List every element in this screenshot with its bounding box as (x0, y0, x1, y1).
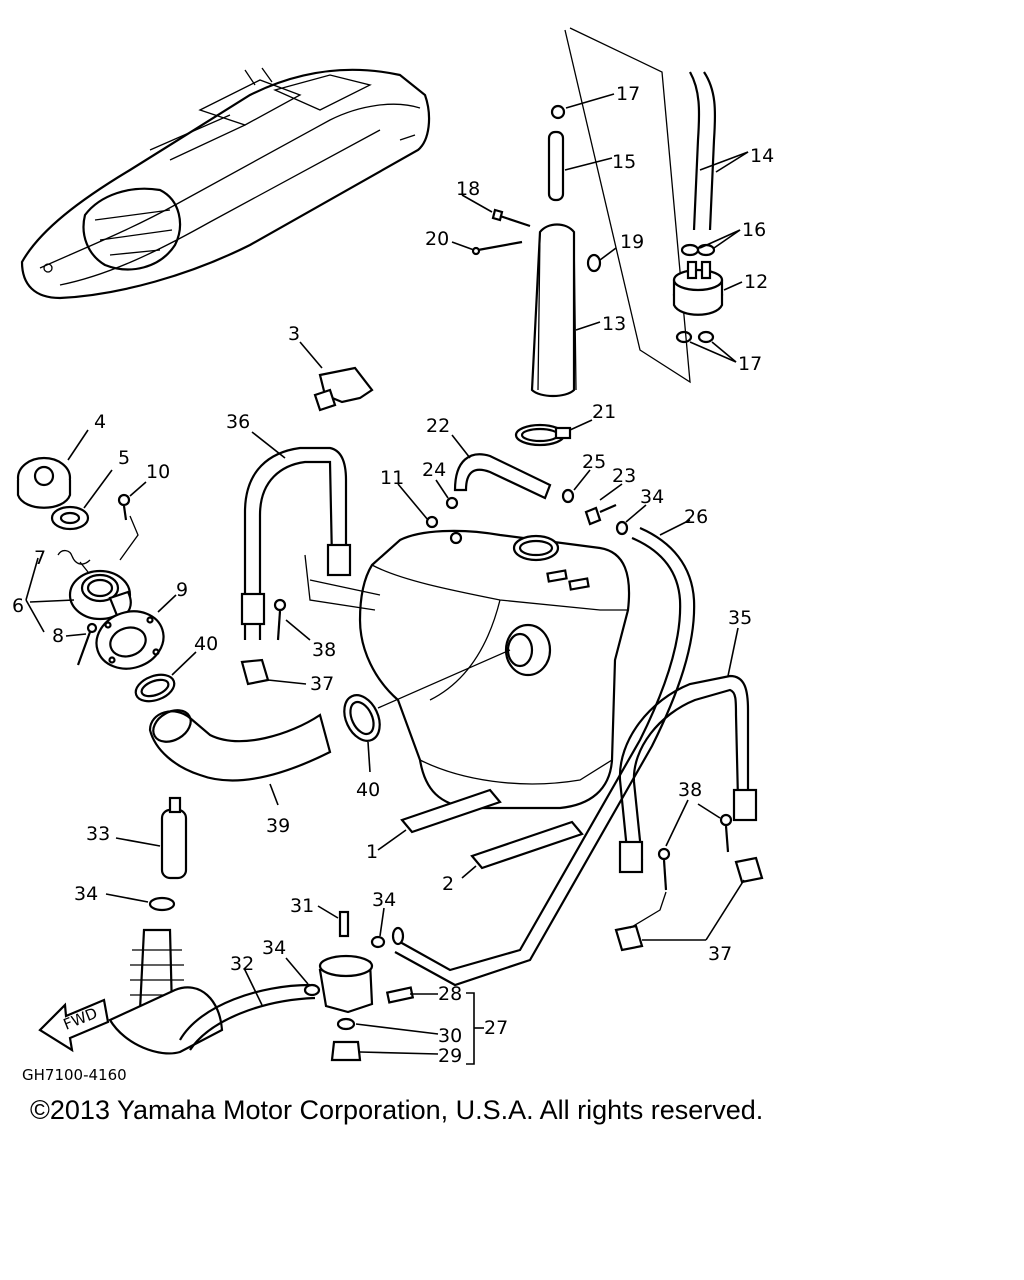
label-2: 2 (442, 873, 454, 895)
forward-arrow-icon: FWD (38, 998, 110, 1053)
label-30: 30 (438, 1025, 462, 1047)
part-15-hose (547, 130, 613, 202)
diagram-code: GH7100-4160 (22, 1066, 127, 1080)
part-17-clips-bottom (675, 330, 737, 363)
part-36-strap (240, 431, 352, 640)
label-11: 11 (380, 467, 404, 489)
label-31: 31 (290, 895, 314, 917)
part-3-bracket (299, 341, 374, 412)
label-40-upper: 40 (194, 633, 218, 655)
part-12-fuel-sender (672, 260, 743, 316)
part-4-filler-cap (16, 429, 89, 509)
label-19: 19 (620, 231, 644, 253)
label-13: 13 (602, 313, 626, 335)
label-35: 35 (728, 607, 752, 629)
part-38-bolts-right (657, 799, 733, 891)
part-31-bolt (317, 905, 350, 938)
part-11-fuel-tank (304, 483, 631, 810)
part-32-hose-pickup (108, 928, 316, 1055)
part-8-pin (65, 622, 98, 666)
label-27: 27 (484, 1017, 508, 1039)
part-29-drain-plug (330, 1040, 439, 1062)
label-28: 28 (438, 983, 462, 1005)
part-34-clamp-upper (615, 504, 647, 536)
label-7: 7 (34, 547, 46, 569)
label-9: 9 (176, 579, 188, 601)
part-17-clip-top (550, 93, 615, 120)
part-5-gasket (50, 469, 113, 531)
part-10-screw (117, 481, 147, 561)
part-25-clamp (561, 469, 591, 504)
label-32: 32 (230, 953, 254, 975)
label-37-right: 37 (708, 943, 732, 965)
part-40-clamp-upper (134, 651, 197, 703)
label-17-bottom: 17 (738, 353, 762, 375)
label-20: 20 (425, 228, 449, 250)
part-2-pad (461, 820, 584, 879)
part-35-strap (618, 627, 758, 874)
label-6: 6 (12, 595, 24, 617)
label-23: 23 (612, 465, 636, 487)
part-23-valve (584, 483, 623, 526)
part-34-clamp-filter (370, 907, 386, 949)
fuel-tank-parts-diagram: FWD 17 15 14 18 20 19 16 12 13 1 (12, 27, 774, 1080)
label-36: 36 (226, 411, 250, 433)
label-33: 33 (86, 823, 110, 845)
label-34-lower: 34 (262, 937, 286, 959)
part-18-bolt (461, 194, 531, 228)
part-30-o-ring (336, 1017, 439, 1035)
label-18: 18 (456, 178, 480, 200)
part-37-brackets-right (614, 856, 764, 952)
part-13-sleeve (530, 223, 601, 398)
sender-assembly-bracket (564, 27, 691, 384)
label-25: 25 (582, 451, 606, 473)
part-6-filler-neck (25, 549, 132, 633)
label-34-left: 34 (74, 883, 98, 905)
part-27-fuel-filter (318, 954, 415, 1014)
part-24-fitting (435, 479, 459, 510)
part-22-hose (451, 434, 552, 500)
part-9-flange-gasket (95, 594, 177, 670)
part-34-clamp-left (105, 893, 176, 912)
label-37-left: 37 (310, 673, 334, 695)
part-14-pipes (689, 71, 749, 231)
label-40-lower: 40 (356, 779, 380, 801)
label-8: 8 (52, 625, 64, 647)
label-34-filter: 34 (372, 889, 396, 911)
part-1-pad (377, 788, 502, 851)
part-21-clamp (514, 419, 593, 447)
label-5: 5 (118, 447, 130, 469)
part-number-labels: 17 15 14 18 20 19 16 12 13 17 3 21 22 24… (12, 83, 774, 1080)
label-10: 10 (146, 461, 170, 483)
part-39-filler-hose (148, 709, 332, 806)
label-29: 29 (438, 1045, 462, 1067)
label-38-right: 38 (678, 779, 702, 801)
part-33-filter (115, 796, 188, 880)
label-3: 3 (288, 323, 300, 345)
part-40-clamp-lower (343, 649, 511, 773)
label-12: 12 (744, 271, 768, 293)
label-24: 24 (422, 459, 446, 481)
label-15: 15 (612, 151, 636, 173)
label-14: 14 (750, 145, 774, 167)
label-38-left: 38 (312, 639, 336, 661)
part-19-washer (586, 247, 617, 273)
label-39: 39 (266, 815, 290, 837)
label-34-upper: 34 (640, 486, 664, 508)
part-38-bolt-left (273, 598, 311, 641)
copyright-notice: ©2013 Yamaha Motor Corporation, U.S.A. A… (30, 1095, 764, 1125)
label-16: 16 (742, 219, 766, 241)
watercraft-overview-illustration (20, 67, 431, 300)
label-1: 1 (366, 841, 378, 863)
label-17-top: 17 (616, 83, 640, 105)
label-4: 4 (94, 411, 106, 433)
label-21: 21 (592, 401, 616, 423)
part-34-clamp-lower (285, 957, 321, 997)
label-26: 26 (684, 506, 708, 528)
part-37-bracket-left (240, 658, 307, 686)
part-16-clamps (680, 229, 741, 257)
part-26-vent-hose (391, 519, 696, 987)
label-22: 22 (426, 415, 450, 437)
part-20-pin (451, 240, 523, 256)
